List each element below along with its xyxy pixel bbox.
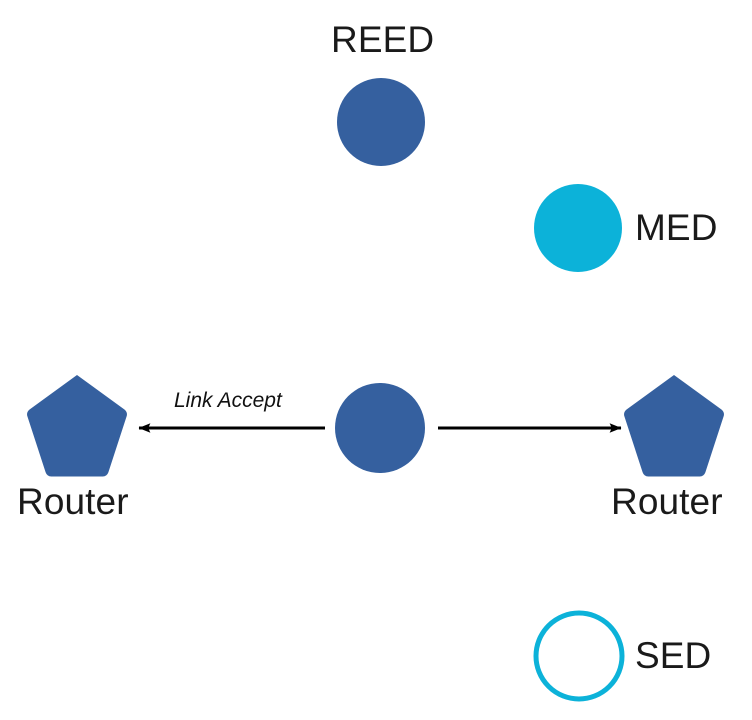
node-sed-circle[interactable]	[533, 610, 625, 702]
node-label-reed: REED	[331, 19, 435, 60]
node-med-circle[interactable]	[534, 184, 622, 272]
node-label-sed: SED	[635, 635, 712, 676]
node-label-router-left: Router	[17, 481, 129, 522]
edge-label-link-accept: Link Accept	[174, 389, 282, 412]
node-reed-circle[interactable]	[337, 78, 425, 166]
node-label-med: MED	[635, 207, 718, 248]
node-router-right-pentagon[interactable]	[624, 375, 724, 477]
node-layer	[27, 78, 724, 702]
node-label-router-right: Router	[611, 481, 723, 522]
node-leader-circle[interactable]	[335, 383, 425, 473]
node-router-left-pentagon[interactable]	[27, 375, 127, 477]
